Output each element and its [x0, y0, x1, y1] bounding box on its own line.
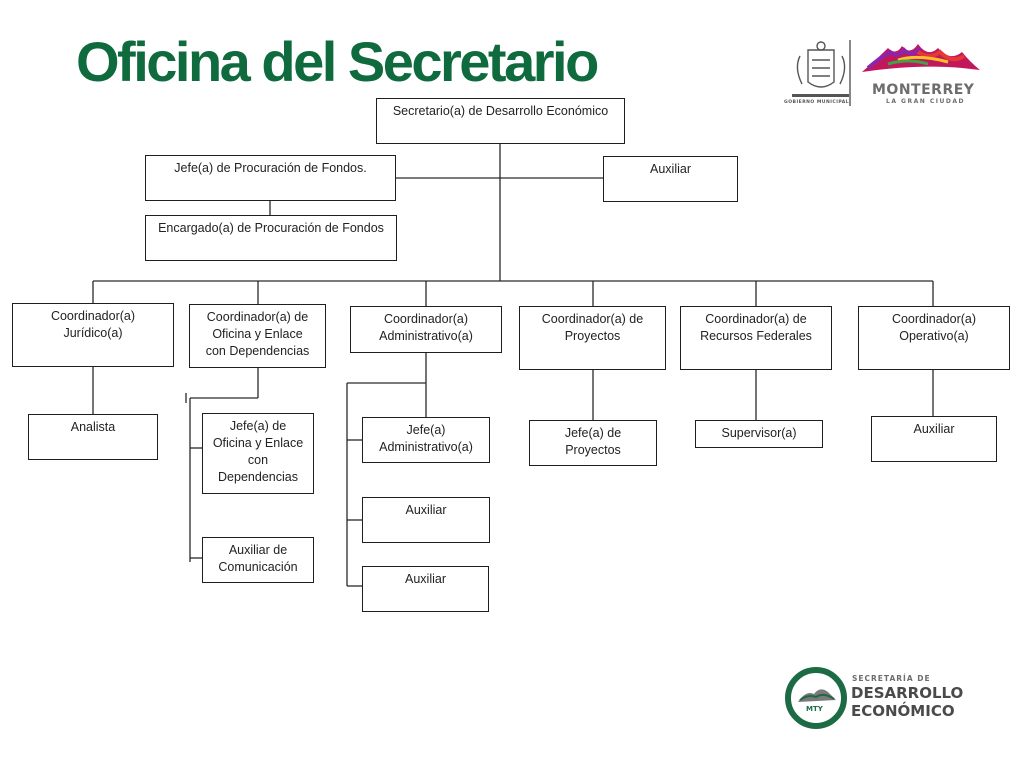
node-secretario: Secretario(a) de Desarrollo Económico — [376, 98, 625, 144]
gobierno-label: GOBIERNO MUNICIPAL — [784, 100, 850, 105]
secretaria-line2: DESARROLLO — [851, 684, 964, 702]
page-title: Oficina del Secretario — [76, 30, 599, 93]
secretaria-line3: ECONÓMICO — [851, 702, 955, 720]
logo-gobierno-municipal: GOBIERNO MUNICIPAL — [784, 38, 856, 113]
node-encargado-procuracion: Encargado(a) de Procuración de Fondos — [145, 215, 397, 261]
node-jefe-admin: Jefe(a)Administrativo(a) — [362, 417, 490, 463]
monterrey-label: MONTERREY — [872, 82, 975, 98]
node-jefe-procuracion: Jefe(a) de Procuración de Fondos. — [145, 155, 396, 201]
node-auxiliar-top: Auxiliar — [603, 156, 738, 202]
logo-monterrey: MONTERREY LA GRAN CIUDAD — [858, 38, 984, 108]
mty-circle-icon — [785, 667, 847, 729]
node-coord-operativo: Coordinador(a)Operativo(a) — [858, 306, 1010, 370]
node-aux-admin-1: Auxiliar — [362, 497, 490, 543]
node-aux-operativo: Auxiliar — [871, 416, 997, 462]
node-supervisor: Supervisor(a) — [695, 420, 823, 448]
node-aux-admin-2: Auxiliar — [362, 566, 489, 612]
secretaria-line1: SECRETARÍA DE — [852, 674, 931, 683]
monterrey-mountain-icon — [862, 44, 980, 72]
node-coord-admin: Coordinador(a)Administrativo(a) — [350, 306, 502, 353]
logo-divider — [849, 40, 851, 106]
node-analista: Analista — [28, 414, 158, 460]
monterrey-tagline: LA GRAN CIUDAD — [886, 98, 965, 105]
node-coord-juridico: Coordinador(a)Jurídico(a) — [12, 303, 174, 367]
mty-label: MTY — [806, 705, 823, 713]
coat-of-arms-icon — [792, 41, 850, 97]
logo-secretaria-desarrollo: MTY SECRETARÍA DE DESARROLLO ECONÓMICO — [784, 666, 963, 735]
